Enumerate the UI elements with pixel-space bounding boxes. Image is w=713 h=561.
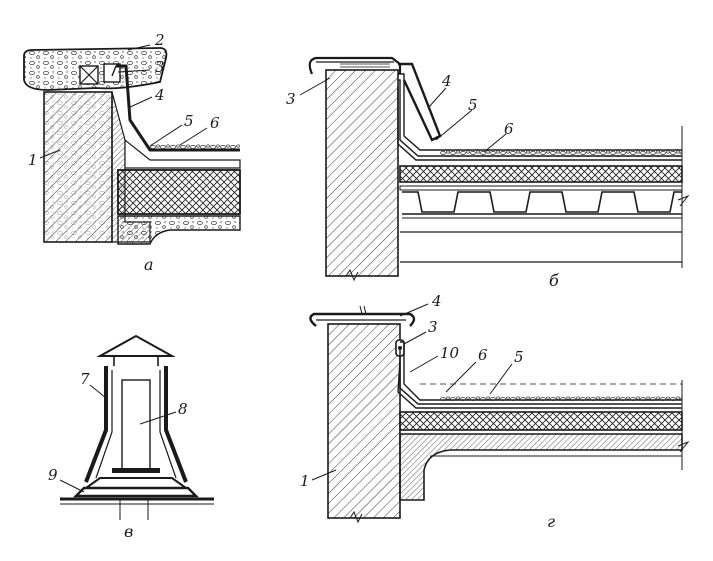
panel-a: 2 3 4 5 6 1 а [23, 31, 241, 274]
panel-g-label-1: 1 [300, 472, 310, 490]
panel-v-base-layers [73, 486, 199, 498]
panel-b-label-3: 3 [286, 90, 296, 108]
panel-g-insulation [399, 411, 683, 431]
panel-g-caption: г [547, 512, 555, 531]
panel-a-label-2: 2 [154, 31, 165, 49]
panel-v-label-7: 7 [80, 370, 90, 388]
panel-a-insulation [117, 169, 241, 215]
panel-g-label-6: 6 [478, 346, 488, 364]
panel-v-cap [96, 334, 176, 357]
panel-v-caption: в [124, 522, 133, 541]
panel-a-label-1: 1 [28, 151, 38, 169]
panel-a-gravel [150, 143, 240, 151]
panel-b-beam [400, 231, 682, 263]
panel-g-label-10: 10 [440, 344, 460, 362]
panel-v-sleeve [84, 366, 188, 483]
panel-a-label-6: 6 [210, 114, 220, 132]
panel-a-label-4: 4 [154, 86, 165, 104]
panel-g-label-3: 3 [428, 318, 438, 336]
panel-a-clamp-bar [103, 63, 121, 83]
panel-v-flange [112, 468, 160, 473]
panel-g-gravel [440, 396, 682, 402]
panel-g-label-4: 4 [431, 292, 442, 310]
panel-v: 7 8 9 в [48, 334, 214, 541]
panel-b-profiled-deck [402, 191, 682, 213]
panel-a-slab [117, 215, 241, 245]
panel-b-label-5: 5 [468, 96, 478, 114]
panel-b-wall [325, 69, 399, 277]
panel-a-screed [124, 138, 241, 169]
panel-g-ribbed-slab [399, 433, 683, 501]
panel-g-wall [327, 323, 401, 519]
panel-b-label-6: 6 [504, 120, 514, 138]
panel-v-label-9: 9 [48, 466, 58, 484]
panel-b: 3 4 5 6 б [286, 56, 690, 290]
panel-a-label-3: 3 [155, 58, 165, 76]
panel-v-pipe [121, 379, 151, 473]
panel-a-wall-texture [44, 92, 112, 242]
panel-a-label-5: 5 [184, 112, 194, 130]
panel-v-label-8: 8 [178, 400, 188, 418]
panel-b-gravel [440, 150, 682, 157]
panel-b-label-4: 4 [441, 72, 452, 90]
panel-b-caption: б [549, 271, 559, 290]
panel-b-cap-flashing [308, 56, 402, 75]
panel-a-caption: а [144, 255, 154, 274]
panel-g: 4 3 10 6 5 1 г [300, 292, 690, 531]
panel-b-insulation [399, 165, 683, 183]
panel-g-label-5: 5 [514, 348, 524, 366]
panel-b-apron [398, 62, 442, 142]
